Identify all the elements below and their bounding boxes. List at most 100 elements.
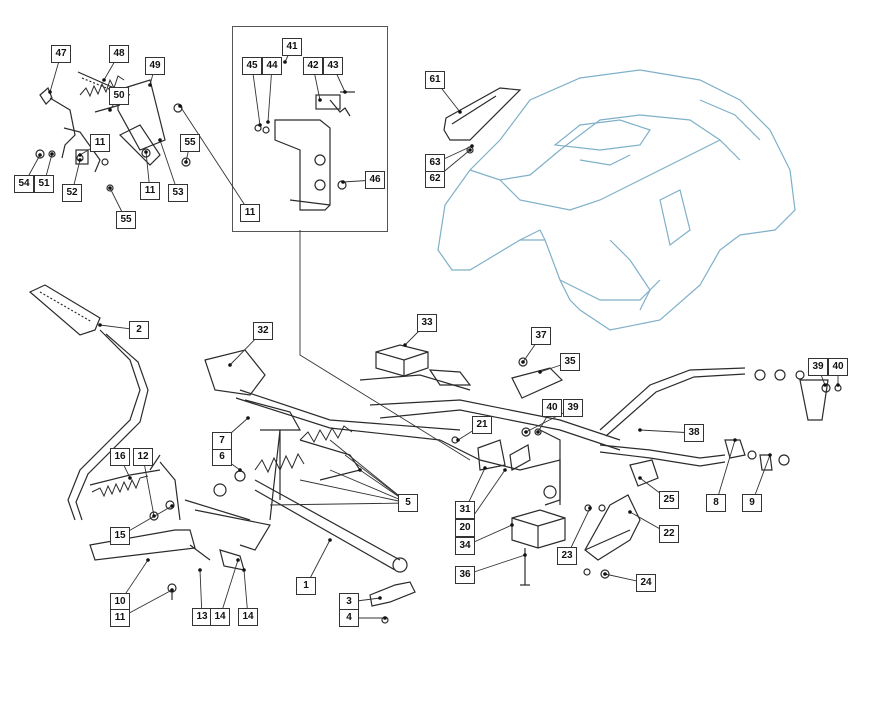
block-34 [511,509,566,586]
callout-label: 5 [398,494,418,512]
block-33 [375,344,429,377]
leader-dot [38,153,42,157]
callout-label: 8 [706,494,726,512]
callout-label: 52 [62,184,82,202]
leader-dots [38,60,840,620]
bracket-3 [369,581,416,624]
callout-label: 11 [110,609,130,627]
leader-line [267,65,273,123]
leader-dot [638,428,642,432]
leader-line [329,439,409,504]
spring-5 [254,425,353,474]
pedal-and-rods [28,284,271,600]
leader-dot [483,466,487,470]
leader-dot [78,158,82,162]
leader-dot [383,616,387,620]
leader-dot [378,596,382,600]
leader-dot [144,150,148,154]
leader-line [464,554,526,576]
leader-dot [198,568,202,572]
clamp-22 [583,459,659,579]
callout-label: 54 [14,175,34,193]
leader-dot [403,343,407,347]
callout-label: 11 [140,182,160,200]
detail-inset-frame [232,26,388,232]
leader-dot [588,506,592,510]
callout-label: 25 [659,491,679,509]
leader-line [142,456,155,517]
callout-label: 61 [425,71,445,89]
leader-dot [48,90,52,94]
leader-dot [524,430,528,434]
callout-label: 40 [828,358,848,376]
callout-label: 4 [339,609,359,627]
leader-dot [343,90,347,94]
leader-dot [266,120,270,124]
leader-line [251,65,261,126]
callout-label: 20 [455,519,475,537]
leader-dot [470,144,474,148]
leader-dot [108,186,112,190]
leader-dot [158,138,162,142]
leader-line [219,559,239,618]
leader-dot [358,468,362,472]
leader-dot [768,453,772,457]
leader-dot [152,514,156,518]
leader-dot [536,430,540,434]
callout-label: 32 [253,322,273,340]
leader-dot [283,60,287,64]
leader-dot [98,323,102,327]
callout-label: 12 [133,448,153,466]
callout-label: 14 [238,608,258,626]
callout-label: 62 [425,170,445,188]
leader-dot [823,383,827,387]
leader-dot [184,160,188,164]
callout-label: 47 [51,45,71,63]
callout-label: 34 [455,537,475,555]
callout-label: 11 [90,134,110,152]
leader-dot [638,476,642,480]
callout-label: 49 [145,57,165,75]
main-linkage-shafts [204,349,621,573]
callout-label: 55 [116,211,136,229]
leader-dot [170,588,174,592]
leader-dot [836,383,840,387]
callout-label: 33 [417,314,437,332]
callout-label: 13 [192,608,212,626]
leader-dot [170,504,174,508]
callout-label: 23 [557,547,577,565]
callout-label: 37 [531,327,551,345]
rod-38 [599,367,842,471]
leader-dot [258,123,262,127]
leader-dot [178,104,182,108]
callout-label: 51 [34,175,54,193]
callout-label: 53 [168,184,188,202]
leader-dot [328,538,332,542]
callout-label: 14 [210,608,230,626]
leader-dot [78,153,82,157]
leader-line [715,439,736,504]
callout-label: 39 [563,399,583,417]
leader-line [299,479,409,504]
rear-body-shell [437,69,796,331]
leader-dot [238,468,242,472]
rubber-grip-61 [443,87,522,154]
leader-dot [108,108,112,112]
callout-label: 41 [282,38,302,56]
callout-label: 11 [240,204,260,222]
spring-16 [91,475,149,498]
leader-line [179,105,251,214]
callout-label: 22 [659,525,679,543]
inset-connector-line [299,230,471,461]
callout-label: 36 [455,566,475,584]
callout-label: 42 [303,57,323,75]
leader-dot [468,148,472,152]
leader-dot [318,98,322,102]
leader-dot [148,83,152,87]
leader-dot [50,152,54,156]
callout-label: 15 [110,527,130,545]
spring-48 [79,75,125,98]
leader-dot [521,360,525,364]
